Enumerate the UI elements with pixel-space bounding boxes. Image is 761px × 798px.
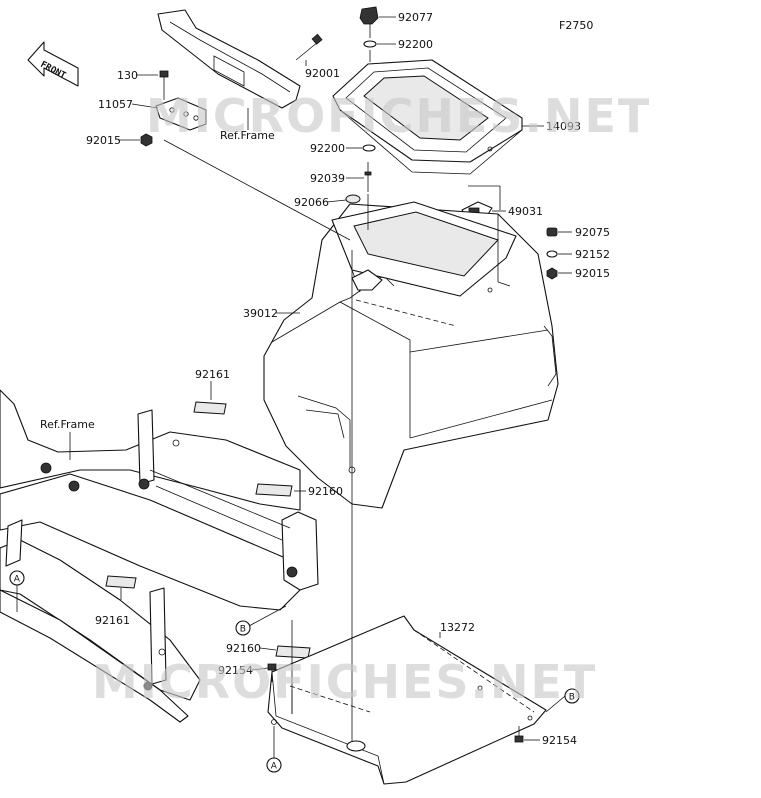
- screw-92154-right: [514, 726, 524, 743]
- label-92075: 92075: [575, 226, 610, 239]
- label-130: 130: [117, 69, 138, 82]
- label-49031: 49031: [508, 205, 543, 218]
- watermark-top: MICROFICHES.NET: [146, 89, 651, 143]
- callout-a-left: A: [9, 570, 25, 586]
- label-92077: 92077: [398, 11, 433, 24]
- callout-b-right-letter: B: [569, 693, 575, 703]
- top-frame-rail: [157, 9, 301, 109]
- nut-92015-left: [140, 133, 153, 147]
- label-92015-right: 92015: [575, 267, 610, 280]
- figure-code: F2750: [559, 19, 593, 32]
- callout-b-right: B: [564, 688, 580, 704]
- callout-a-bottom-letter: A: [271, 762, 278, 772]
- front-arrow-icon: FRONT: [27, 41, 79, 87]
- pad-92161-top: [193, 401, 227, 415]
- label-92001: 92001: [305, 67, 340, 80]
- watermark-bottom: MICROFICHES.NET: [92, 655, 597, 709]
- knob-92077: [359, 6, 379, 38]
- label-92161-top: 92161: [195, 368, 230, 381]
- label-92015-left: 92015: [86, 134, 121, 147]
- plate-13272: [267, 615, 547, 785]
- label-92200-top: 92200: [398, 38, 433, 51]
- label-92152: 92152: [575, 248, 610, 261]
- cap-92066: [345, 194, 361, 204]
- guide-lines: [163, 50, 511, 742]
- nut-92015-right: [546, 267, 558, 280]
- pad-92160-mid: [255, 483, 293, 497]
- left-frame-structure: [0, 389, 319, 723]
- grommet-92075: [546, 227, 558, 237]
- leader-lines: [16, 16, 572, 758]
- label-ref-frame-left: Ref.Frame: [40, 418, 95, 431]
- lid-14093: [332, 59, 523, 175]
- label-ref-frame-top: Ref.Frame: [220, 129, 275, 142]
- label-92200-mid: 92200: [310, 142, 345, 155]
- label-92154-left: 92154: [218, 664, 253, 677]
- label-39012: 39012: [243, 307, 278, 320]
- washer-92200-top: [363, 40, 377, 48]
- bolt-92001: [295, 33, 323, 61]
- label-92066: 92066: [294, 196, 329, 209]
- callout-a-left-letter: A: [14, 575, 21, 585]
- label-11057: 11057: [98, 98, 133, 111]
- bolt-130: [159, 70, 169, 100]
- storage-box-39012: [263, 201, 559, 509]
- label-92161-bottom: 92161: [95, 614, 130, 627]
- screw-92154-left: [267, 663, 277, 682]
- label-14093: 14093: [546, 120, 581, 133]
- callout-b-mid-letter: B: [240, 625, 246, 635]
- label-92160-bottom: 92160: [226, 642, 261, 655]
- label-92154-right: 92154: [542, 734, 577, 747]
- washer-92200-mid: [362, 144, 376, 152]
- washer-92152: [546, 250, 558, 258]
- label-13272: 13272: [440, 621, 475, 634]
- pin-92039: [364, 162, 372, 192]
- callout-a-bottom: A: [266, 757, 282, 773]
- callout-b-mid: B: [235, 620, 251, 636]
- label-92039: 92039: [310, 172, 345, 185]
- bracket-11057: [155, 97, 207, 131]
- pad-92161-bottom: [105, 575, 137, 589]
- label-92160-mid: 92160: [308, 485, 343, 498]
